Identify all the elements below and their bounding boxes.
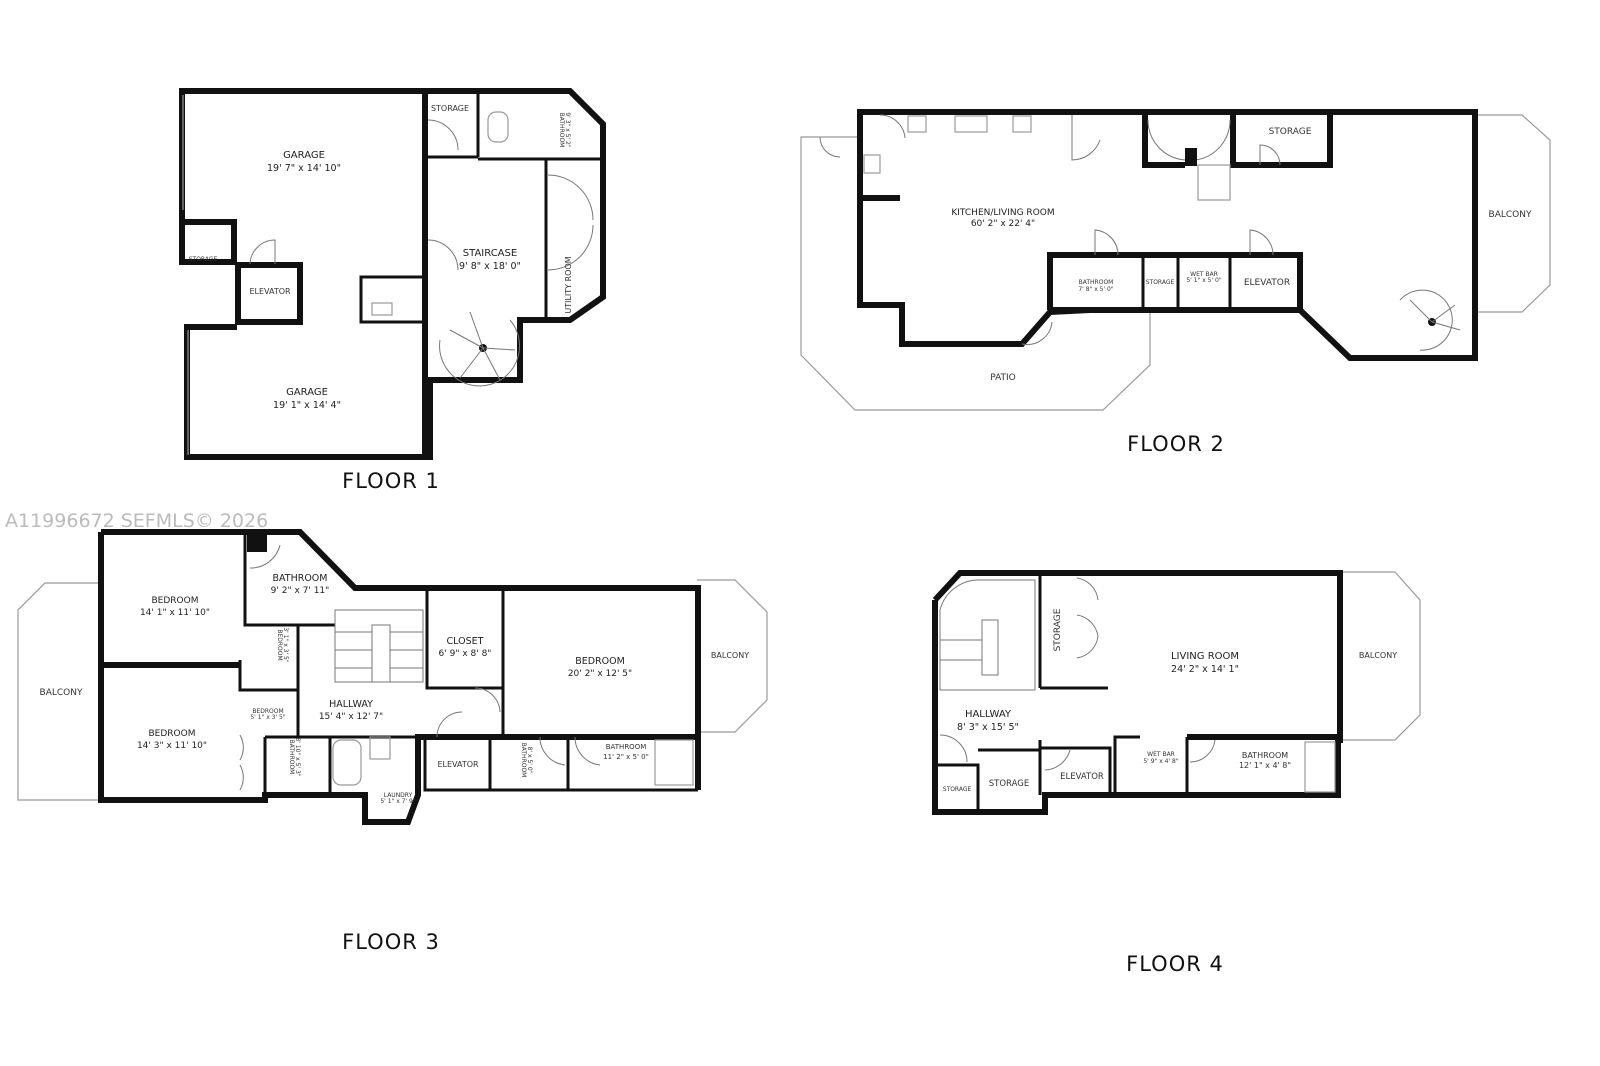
room-bathroom-sw-name: BATHROOM — [288, 740, 295, 775]
room-wetbar-name: WET BAR — [1147, 751, 1175, 758]
room-bedroom-small2-name: BEDROOM — [252, 708, 283, 715]
room-balcony-label: BALCONY — [1489, 210, 1532, 220]
room-bathroom-s-dims: 8' x 5' 0" — [526, 747, 533, 774]
spiral-staircase — [1399, 289, 1461, 351]
room-utility-label: UTILITY ROOM — [564, 256, 573, 313]
room-bathroom-name: BATHROOM — [558, 113, 565, 148]
staircase — [334, 609, 424, 683]
room-elevator-label: ELEVATOR — [1244, 278, 1290, 288]
room-bedroom-sw-name: BEDROOM — [149, 729, 196, 739]
room-living-name: LIVING ROOM — [1171, 651, 1239, 662]
floor-3-title: FLOOR 3 — [342, 930, 440, 954]
room-bedroom-e-name: BEDROOM — [575, 656, 625, 667]
room-patio-label: PATIO — [990, 373, 1016, 383]
room-hallway-name: HALLWAY — [329, 699, 373, 710]
room-bathroom-sw-dims: 8' 10" x 5' 3" — [294, 737, 301, 776]
watermark: A11996672 SEFMLS© 2026 — [5, 510, 268, 532]
room-staircase-dims: 9' 8" x 18' 0" — [459, 261, 521, 272]
room-wetbar-dims: 5' 1" x 5' 0" — [1186, 277, 1222, 284]
floor-2-title: FLOOR 2 — [1127, 432, 1225, 456]
room-hallway-dims: 15' 4" x 12' 7" — [319, 712, 383, 722]
room-bedroom-small1-name: BEDROOM — [276, 629, 283, 660]
room-wetbar-name: WET BAR — [1190, 271, 1218, 278]
room-living-dims: 24' 2" x 14' 1" — [1171, 664, 1239, 675]
room-storage-label: STORAGE — [989, 779, 1029, 789]
floor-1-plan: GARAGE 19' 7" x 14' 10" STORAGE BATHROOM… — [179, 88, 606, 493]
room-bedroom-nw-name: BEDROOM — [152, 596, 199, 606]
room-storage-small-label: STORAGE — [943, 786, 972, 793]
room-storage-small-label: STORAGE — [189, 256, 218, 263]
room-garage-bottom-dims: 19' 1" x 14' 4" — [273, 400, 341, 411]
room-bathroom-n-dims: 9' 2" x 7' 11" — [271, 586, 330, 596]
room-laundry-name: LAUNDRY — [384, 792, 413, 799]
room-garage-bottom-name: GARAGE — [286, 387, 328, 398]
floor-3-plan: BEDROOM 14' 1" x 11' 10" BATHROOM 9' 2" … — [17, 529, 768, 954]
spiral-staircase — [439, 311, 520, 387]
room-storage-label: STORAGE — [431, 104, 469, 113]
room-kitchen-dims: 60' 2" x 22' 4" — [971, 219, 1035, 229]
room-balcony-e-label: BALCONY — [711, 651, 749, 660]
room-bathroom-dims: 7' 8" x 5' 0" — [1078, 286, 1114, 293]
room-garage-top-dims: 19' 7" x 14' 10" — [267, 163, 341, 174]
room-storage-label: STORAGE — [1269, 127, 1312, 137]
room-closet-name: CLOSET — [447, 636, 484, 647]
room-bathroom-se-name: BATHROOM — [606, 743, 647, 751]
room-bedroom-sw-dims: 14' 3" x 11' 10" — [137, 741, 207, 751]
room-bathroom-n-name: BATHROOM — [273, 573, 328, 584]
room-storage-v-label: STORAGE — [1053, 608, 1063, 651]
room-bedroom-small2-dims: 5' 1" x 3' 5" — [250, 714, 286, 721]
room-bathroom-dims: 12' 1" x 4' 8" — [1239, 761, 1291, 770]
staircase — [939, 579, 1036, 691]
room-bathroom-dims: 9' 3" x 5' 2" — [564, 112, 571, 148]
room-elevator-label: ELEVATOR — [249, 287, 291, 296]
room-closet-dims: 6' 9" x 8' 8" — [439, 649, 492, 659]
room-hallway-name: HALLWAY — [965, 709, 1012, 720]
room-storage-small-label: STORAGE — [1146, 279, 1175, 286]
room-hallway-dims: 8' 3" x 15' 5" — [957, 722, 1019, 733]
room-bathroom-s-name: BATHROOM — [520, 743, 527, 778]
room-bathroom-se-dims: 11' 2" x 5' 0" — [603, 753, 649, 761]
room-balcony-w-label: BALCONY — [40, 688, 83, 698]
floor-4-plan: STORAGE LIVING ROOM 24' 2" x 14' 1" BALC… — [932, 570, 1421, 976]
room-wetbar-dims: 5' 9" x 4' 8" — [1143, 758, 1179, 765]
room-elevator-label: ELEVATOR — [437, 760, 479, 769]
floor-1-title: FLOOR 1 — [342, 469, 440, 493]
floor-2-plan: KITCHEN/LIVING ROOM 60' 2" x 22' 4" STOR… — [800, 109, 1551, 456]
room-garage-top-name: GARAGE — [283, 150, 325, 161]
room-balcony-label: BALCONY — [1359, 651, 1397, 660]
room-elevator-label: ELEVATOR — [1060, 772, 1104, 782]
room-laundry-dims: 5' 1" x 7' 9" — [380, 798, 416, 805]
room-bathroom-name: BATHROOM — [1242, 751, 1288, 760]
room-bedroom-nw-dims: 14' 1" x 11' 10" — [140, 608, 210, 618]
room-bathroom-name: BATHROOM — [1079, 279, 1114, 286]
room-bedroom-small1-dims: 3' 1" x 3' 5" — [282, 627, 289, 663]
room-bedroom-e-dims: 20' 2" x 12' 5" — [568, 669, 632, 679]
room-kitchen-name: KITCHEN/LIVING ROOM — [951, 208, 1054, 218]
floor-4-title: FLOOR 4 — [1126, 952, 1224, 976]
room-staircase-name: STAIRCASE — [463, 248, 517, 259]
